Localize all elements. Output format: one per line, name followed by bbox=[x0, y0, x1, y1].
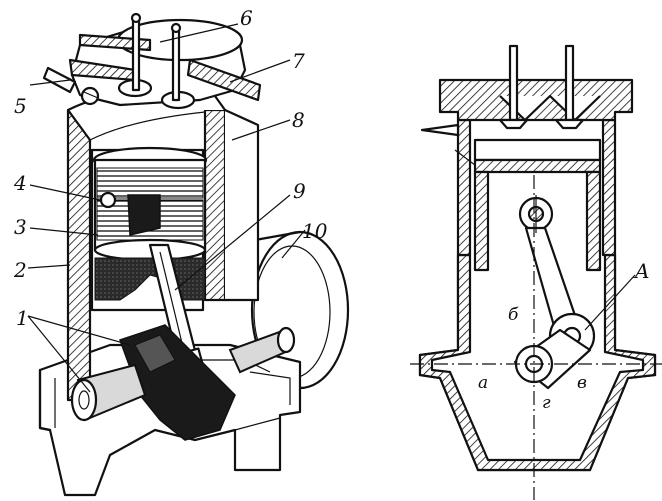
engine-section: A б а в г bbox=[410, 44, 662, 500]
label-8: 8 bbox=[292, 108, 305, 132]
label-9: 9 bbox=[293, 179, 306, 203]
label-v: в bbox=[577, 373, 587, 393]
label-4: 4 bbox=[13, 171, 27, 195]
spark-plug-section bbox=[420, 123, 460, 137]
label-7: 7 bbox=[292, 49, 305, 73]
label-3: 3 bbox=[14, 215, 27, 239]
crankshaft bbox=[70, 324, 296, 441]
piston bbox=[92, 146, 208, 262]
label-g: г bbox=[542, 393, 551, 413]
section-labels: A б а в г bbox=[478, 259, 649, 413]
label-a: а bbox=[478, 373, 488, 393]
valve-stems bbox=[130, 12, 182, 102]
label-b: б bbox=[508, 305, 519, 325]
part-labels: 1 2 3 4 5 6 7 8 9 10 bbox=[13, 6, 328, 330]
label-6: 6 bbox=[240, 6, 253, 30]
cylinder-left-wall bbox=[456, 118, 472, 257]
piston-section bbox=[473, 138, 602, 272]
cylinder-right-wall bbox=[601, 118, 617, 257]
label-1: 1 bbox=[16, 306, 29, 330]
label-A: A bbox=[633, 259, 649, 283]
label-2: 2 bbox=[13, 258, 27, 282]
spark-plug bbox=[42, 66, 100, 106]
leader-lines bbox=[27, 23, 306, 393]
label-5: 5 bbox=[14, 94, 27, 118]
valves-section bbox=[498, 44, 585, 130]
engine-cutaway: 1 2 3 4 5 6 7 8 9 10 bbox=[13, 6, 350, 497]
label-10: 10 bbox=[302, 219, 328, 243]
